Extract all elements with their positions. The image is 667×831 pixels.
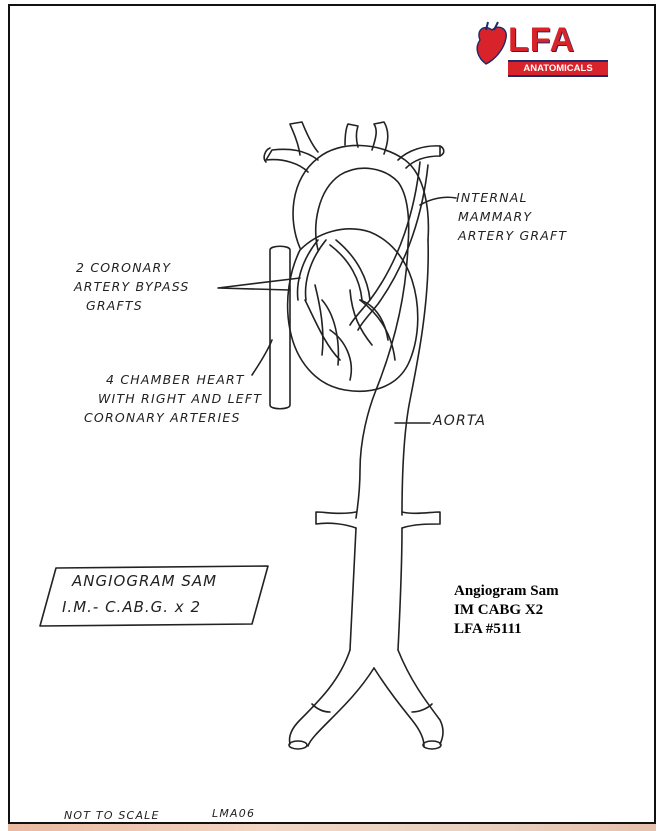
descending-aorta <box>402 240 428 515</box>
label-heart: 4 CHAMBER HEART WITH RIGHT AND LEFT CORO… <box>98 370 262 427</box>
left-carotid-branch <box>345 124 358 147</box>
label-bypass-grafts: 2 CORONARY ARTERY BYPASS GRAFTS <box>76 258 190 315</box>
typed-specimen-label: Angiogram Sam IM CABG X2 LFA #5111 <box>454 582 559 639</box>
vena-cava <box>270 246 290 409</box>
coronary-arteries <box>315 285 388 365</box>
footer-code: LMA06 <box>212 804 255 823</box>
logo-brand: LFA <box>508 22 575 58</box>
typed-label-procedure: IM CABG X2 <box>454 601 559 620</box>
footer-scale-note: NOT TO SCALE <box>64 806 160 825</box>
lfa-logo: LFA ANATOMICALS <box>472 20 612 78</box>
leader-bypass <box>218 278 300 290</box>
angiogram-box-line-1: ANGIOGRAM SAM <box>72 570 217 592</box>
logo-subtitle: ANATOMICALS <box>508 60 608 77</box>
brachiocephalic-branch <box>266 149 318 172</box>
typed-label-name: Angiogram Sam <box>454 582 559 601</box>
label-internal-mammary: INTERNAL MAMMARY ARTERY GRAFT <box>456 188 567 245</box>
bypass-grafts <box>298 240 362 300</box>
label-aorta: AORTA <box>433 412 486 431</box>
typed-label-number: LFA #5111 <box>454 620 559 639</box>
angiogram-box-line-2: I.M.- C.AB.G. x 2 <box>62 596 201 618</box>
